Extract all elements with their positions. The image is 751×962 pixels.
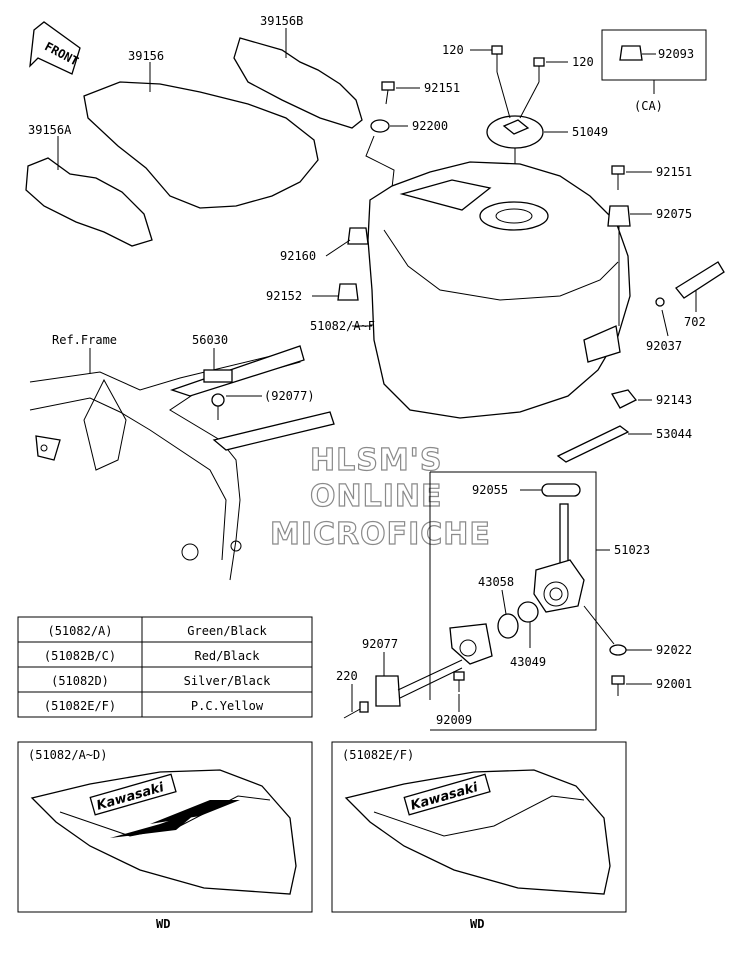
variant-title: (51082/A~D) bbox=[28, 748, 107, 762]
front-arrow-icon: FRONT bbox=[29, 21, 81, 75]
label-51023: 51023 bbox=[614, 543, 650, 557]
watermark: HLSM'S ONLINE MICROFICHE bbox=[269, 442, 491, 552]
label-92200: 92200 bbox=[412, 119, 448, 133]
fuel-cock-51023-icon bbox=[533, 503, 585, 613]
label-43058: 43058 bbox=[478, 575, 514, 589]
label-92001: 92001 bbox=[656, 677, 692, 691]
label-92152: 92152 bbox=[266, 289, 302, 303]
table-cell-color: Silver/Black bbox=[184, 674, 271, 688]
frame-reference-shape bbox=[29, 345, 335, 581]
table-cell-color: P.C.Yellow bbox=[191, 699, 264, 713]
part-39156-shape bbox=[83, 81, 319, 209]
table-cell-model: (51082E/F) bbox=[44, 699, 116, 713]
color-table: (51082/A) Green/Black (51082B/C) Red/Bla… bbox=[17, 616, 313, 718]
label-92077: 92077 bbox=[362, 637, 398, 651]
variant-panel-a-d: (51082/A~D) Kawasaki WD bbox=[17, 741, 313, 931]
washer-92200-icon bbox=[370, 119, 390, 133]
screw-92151-top-icon bbox=[381, 81, 395, 105]
fuel-tank-51082-shape bbox=[367, 161, 631, 419]
collar-92143-icon bbox=[611, 389, 638, 409]
variant-title: (51082E/F) bbox=[342, 748, 414, 762]
table-cell-color: Red/Black bbox=[194, 649, 260, 663]
hose-702-icon bbox=[675, 261, 725, 299]
cock-knob-92077-icon bbox=[375, 659, 463, 707]
part-39156a-shape bbox=[25, 157, 153, 247]
label-92009: 92009 bbox=[436, 713, 472, 727]
grommet-92160-icon bbox=[347, 227, 369, 245]
fuel-cock-box bbox=[430, 471, 597, 731]
screw-92001-icon bbox=[611, 675, 625, 696]
label-92077-frame: (92077) bbox=[264, 389, 315, 403]
label-92093: 92093 bbox=[658, 47, 694, 61]
washer-92022-icon bbox=[609, 644, 627, 656]
screw-220-icon bbox=[343, 701, 369, 719]
label-92037: 92037 bbox=[646, 339, 682, 353]
label-702: 702 bbox=[684, 315, 706, 329]
gasket-92055-icon bbox=[541, 483, 581, 497]
label-92055: 92055 bbox=[472, 483, 508, 497]
label-51049: 51049 bbox=[572, 125, 608, 139]
label-39156: 39156 bbox=[128, 49, 164, 63]
label-ca: (CA) bbox=[634, 99, 663, 113]
label-51082: 51082/A~F bbox=[310, 319, 375, 333]
clip-92037-icon bbox=[655, 297, 665, 307]
label-120-right: 120 bbox=[572, 55, 594, 69]
watermark-line-2: ONLINE bbox=[310, 479, 443, 514]
table-cell-color: Green/Black bbox=[187, 624, 267, 638]
label-92151-right: 92151 bbox=[656, 165, 692, 179]
label-92151-top: 92151 bbox=[424, 81, 460, 95]
label-92022: 92022 bbox=[656, 643, 692, 657]
label-plate-56030-icon bbox=[203, 369, 233, 383]
bolt-120-left-icon bbox=[491, 45, 503, 72]
watermark-line-3: MICROFICHE bbox=[270, 517, 491, 552]
table-cell-model: (51082D) bbox=[51, 674, 109, 688]
table-cell-model: (51082B/C) bbox=[44, 649, 116, 663]
bolt-120-right-icon bbox=[533, 57, 545, 82]
watermark-line-1: HLSM'S bbox=[310, 443, 442, 478]
label-39156a: 39156A bbox=[28, 123, 72, 137]
variant-footer: WD bbox=[156, 917, 170, 931]
collar-92152-icon bbox=[337, 283, 359, 301]
oring-43058-icon bbox=[497, 613, 519, 639]
label-39156b: 39156B bbox=[260, 14, 303, 28]
variant-footer: WD bbox=[470, 917, 484, 931]
label-43049: 43049 bbox=[510, 655, 546, 669]
label-92075: 92075 bbox=[656, 207, 692, 221]
strip-53044-icon bbox=[556, 425, 630, 463]
cock-knob-92077-frame-icon bbox=[211, 393, 225, 407]
part-39156b-shape bbox=[233, 37, 363, 129]
variant-panel-e-f: (51082E/F) Kawasaki WD bbox=[331, 741, 627, 931]
label-220: 220 bbox=[336, 669, 358, 683]
label-92143: 92143 bbox=[656, 393, 692, 407]
cap-92093-icon bbox=[619, 45, 643, 61]
screw-92151-right-icon bbox=[611, 165, 625, 190]
label-92160: 92160 bbox=[280, 249, 316, 263]
label-120-left: 120 bbox=[442, 43, 464, 57]
grommet-92075-icon bbox=[607, 205, 631, 227]
label-53044: 53044 bbox=[656, 427, 692, 441]
table-cell-model: (51082/A) bbox=[47, 624, 112, 638]
screw-92009-icon bbox=[453, 671, 465, 692]
label-56030: 56030 bbox=[192, 333, 228, 347]
label-ref-frame: Ref.Frame bbox=[52, 333, 117, 347]
gasket-43049-icon bbox=[517, 601, 539, 623]
